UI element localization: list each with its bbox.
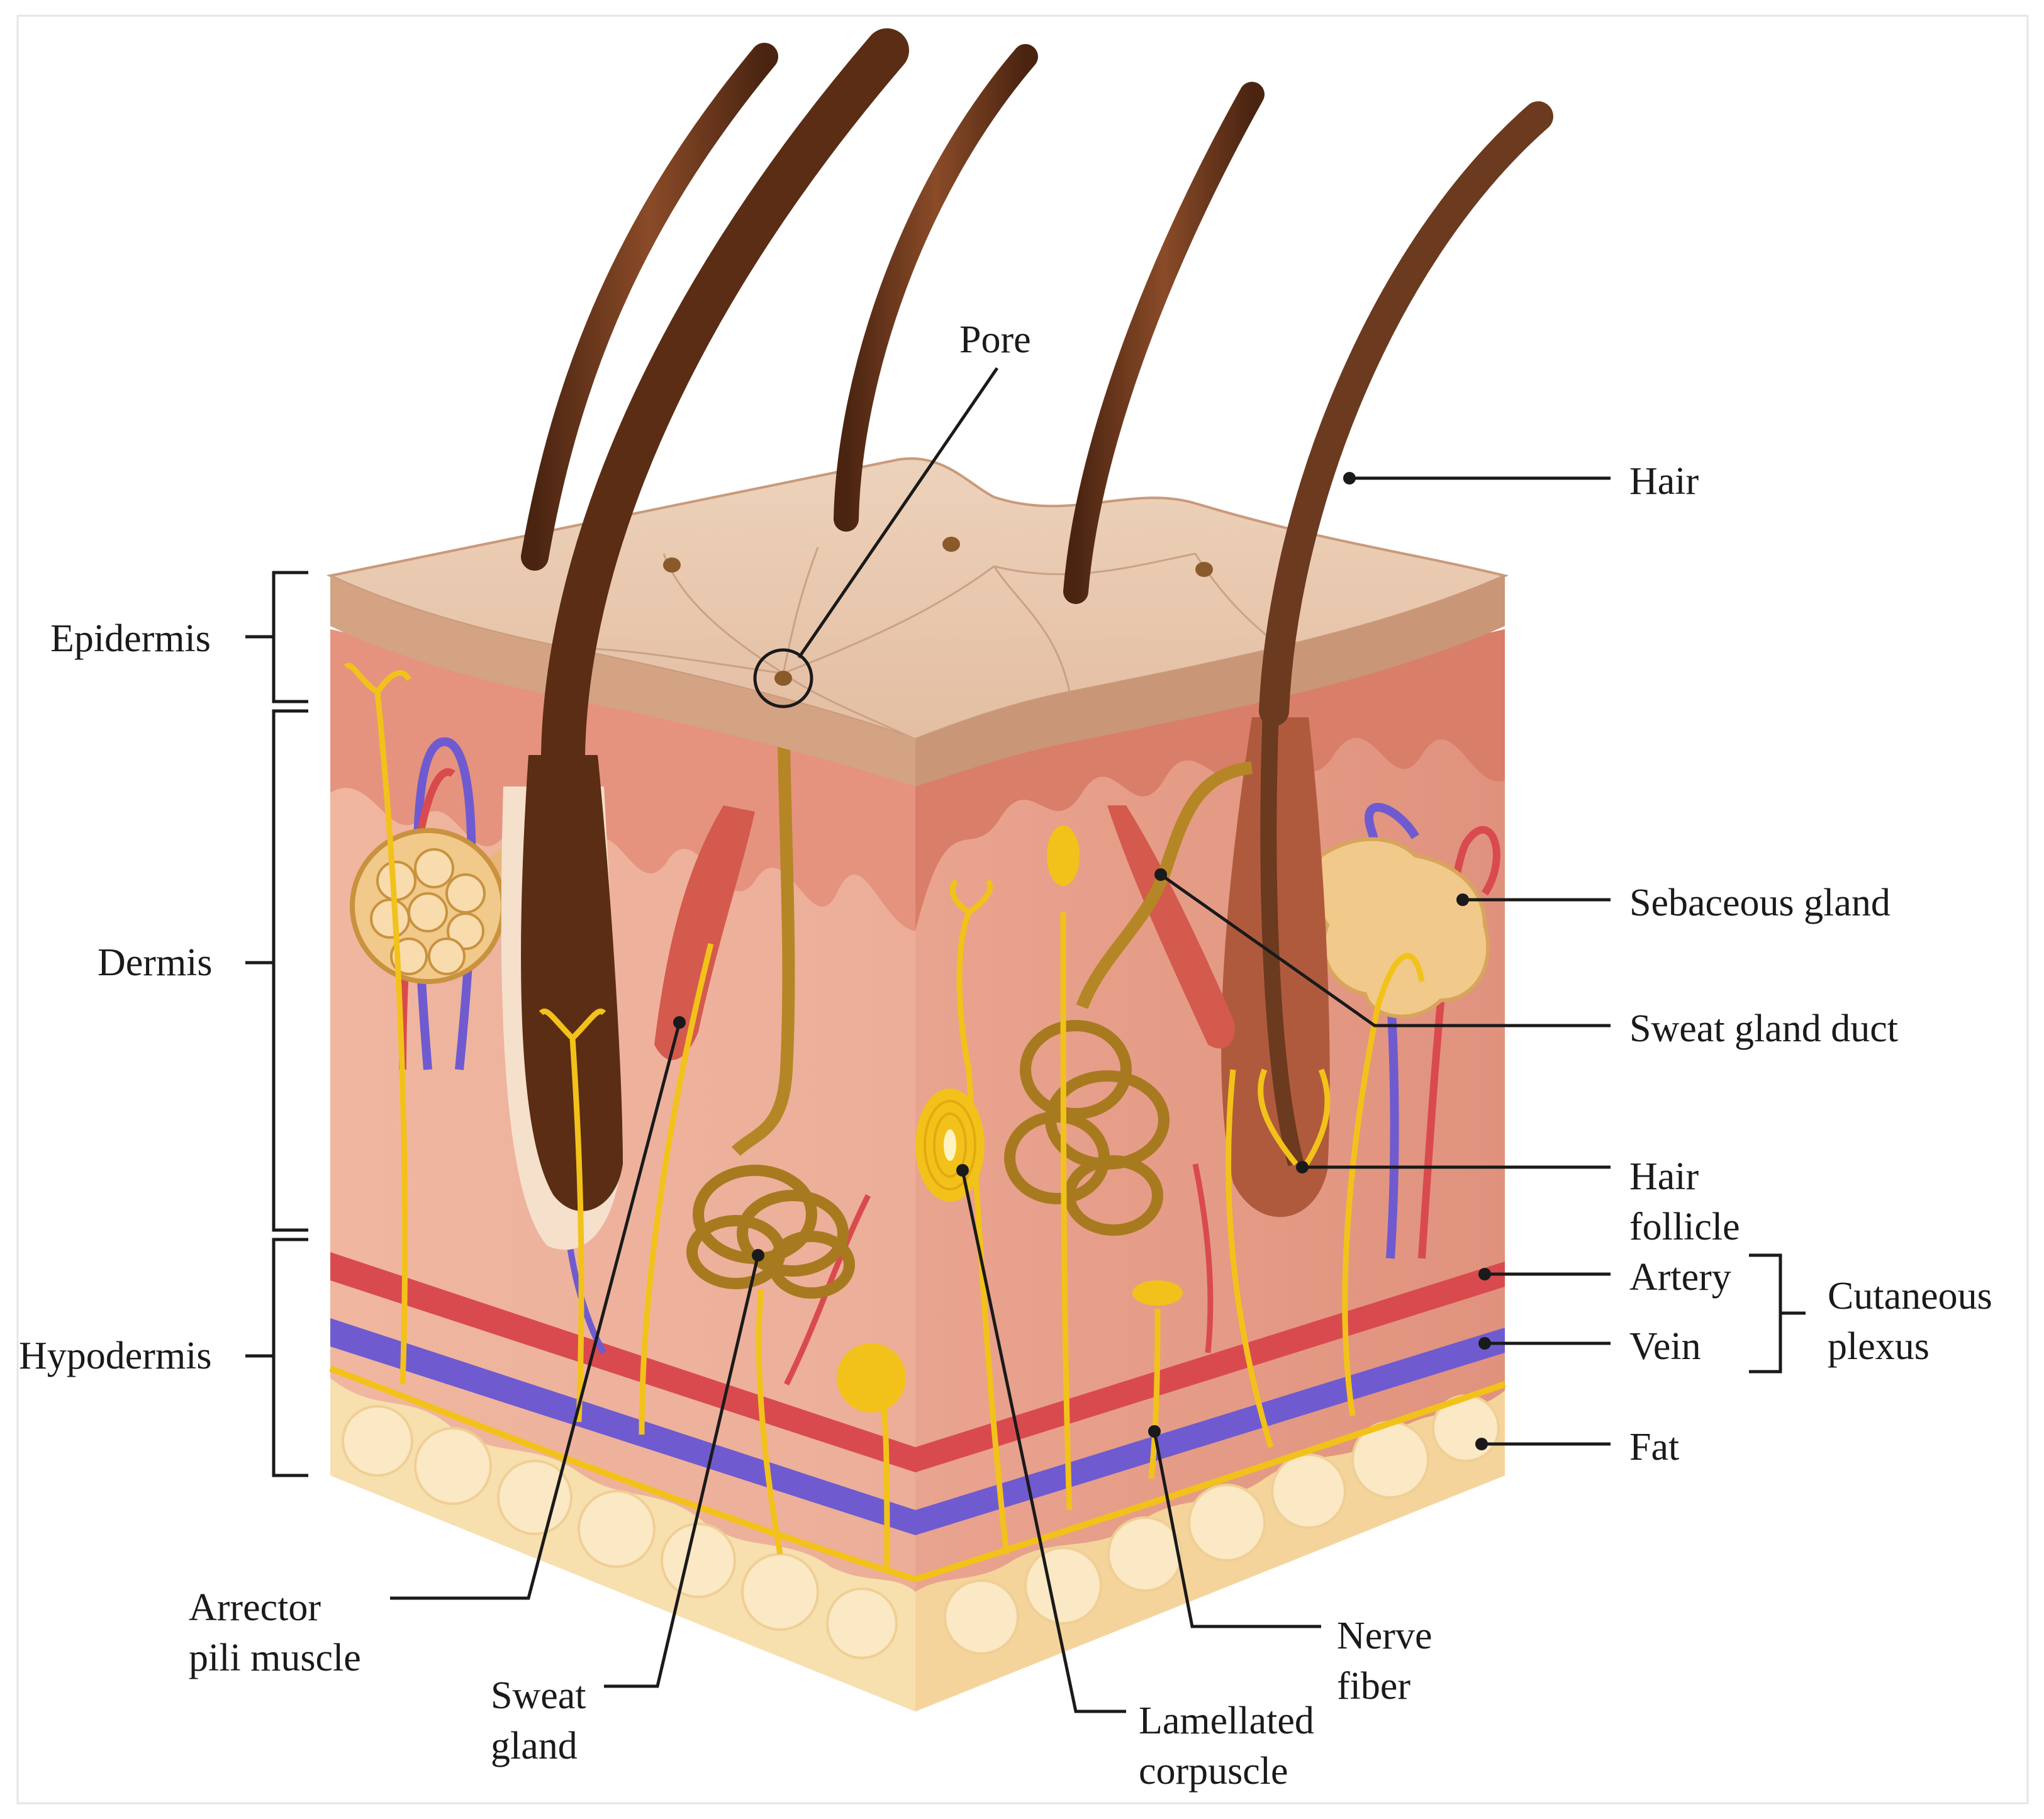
label-nerve-fiber-1: Nerve <box>1337 1615 1432 1657</box>
leader-dots <box>673 472 1491 1450</box>
label-sweat-gland-1: Sweat <box>491 1674 586 1717</box>
label-lamellated-1: Lamellated <box>1139 1699 1314 1742</box>
leader-lines <box>390 367 1806 1713</box>
label-arrector-1: Arrector <box>189 1586 321 1629</box>
label-sweat-gland-duct: Sweat gland duct <box>1629 1007 1898 1050</box>
free-nerve-ending <box>837 1343 906 1413</box>
arrector-muscle-right <box>1107 805 1235 1049</box>
label-hair: Hair <box>1629 460 1699 503</box>
label-arrector-2: pili muscle <box>189 1637 361 1679</box>
dermal-papillae-left <box>330 629 915 931</box>
label-pore: Pore <box>959 318 1031 361</box>
vessel-branch-3 <box>1192 1163 1214 1353</box>
skin-block <box>329 629 1506 1711</box>
follicle-left <box>521 755 623 1211</box>
artery-band-left <box>330 1252 915 1472</box>
artery-band-right <box>915 1262 1505 1472</box>
label-lamellated-2: corpuscle <box>1139 1750 1288 1793</box>
tactile-corpuscle <box>1047 826 1080 886</box>
lamellated-corpuscle <box>915 1089 985 1202</box>
label-dermis: Dermis <box>98 941 213 984</box>
nerve-ending-top <box>1132 1280 1183 1306</box>
pores <box>663 537 1213 686</box>
label-nerve-fiber-2: fiber <box>1337 1665 1410 1708</box>
sebaceous-gland-right <box>1310 837 1490 1019</box>
image-frame <box>16 14 2029 1805</box>
label-fat: Fat <box>1629 1426 1679 1469</box>
label-hypodermis: Hypodermis <box>19 1335 212 1377</box>
sweat-duct-left <box>731 676 795 1156</box>
fat-globules <box>342 1394 1500 1659</box>
label-cutaneous-plexus-2: plexus <box>1828 1325 1930 1368</box>
arrector-muscle-left <box>654 805 755 1060</box>
hair-strands <box>521 28 1553 777</box>
sweat-gland-coil-right <box>1004 1020 1170 1236</box>
label-hair-follicle-2: follicle <box>1629 1206 1740 1248</box>
epidermis-edge-right <box>915 576 1505 786</box>
follicle-right-hair <box>1260 710 1304 1167</box>
nerve-base-left <box>329 1365 917 1582</box>
label-epidermis: Epidermis <box>50 617 211 660</box>
label-hair-follicle-1: Hair <box>1629 1155 1699 1198</box>
dermal-papillae-right <box>915 629 1505 931</box>
label-sebaceous-gland: Sebaceous gland <box>1629 882 1890 924</box>
pore-highlight-circle <box>753 648 813 708</box>
layer-brackets <box>245 571 308 1477</box>
label-sweat-gland-2: gland <box>491 1725 578 1767</box>
vein-band-right <box>915 1328 1505 1535</box>
label-artery: Artery <box>1629 1256 1731 1299</box>
epidermis-edge-left <box>330 576 915 786</box>
label-cutaneous-plexus-1: Cutaneous <box>1828 1275 1992 1318</box>
label-vein: Vein <box>1629 1325 1701 1368</box>
